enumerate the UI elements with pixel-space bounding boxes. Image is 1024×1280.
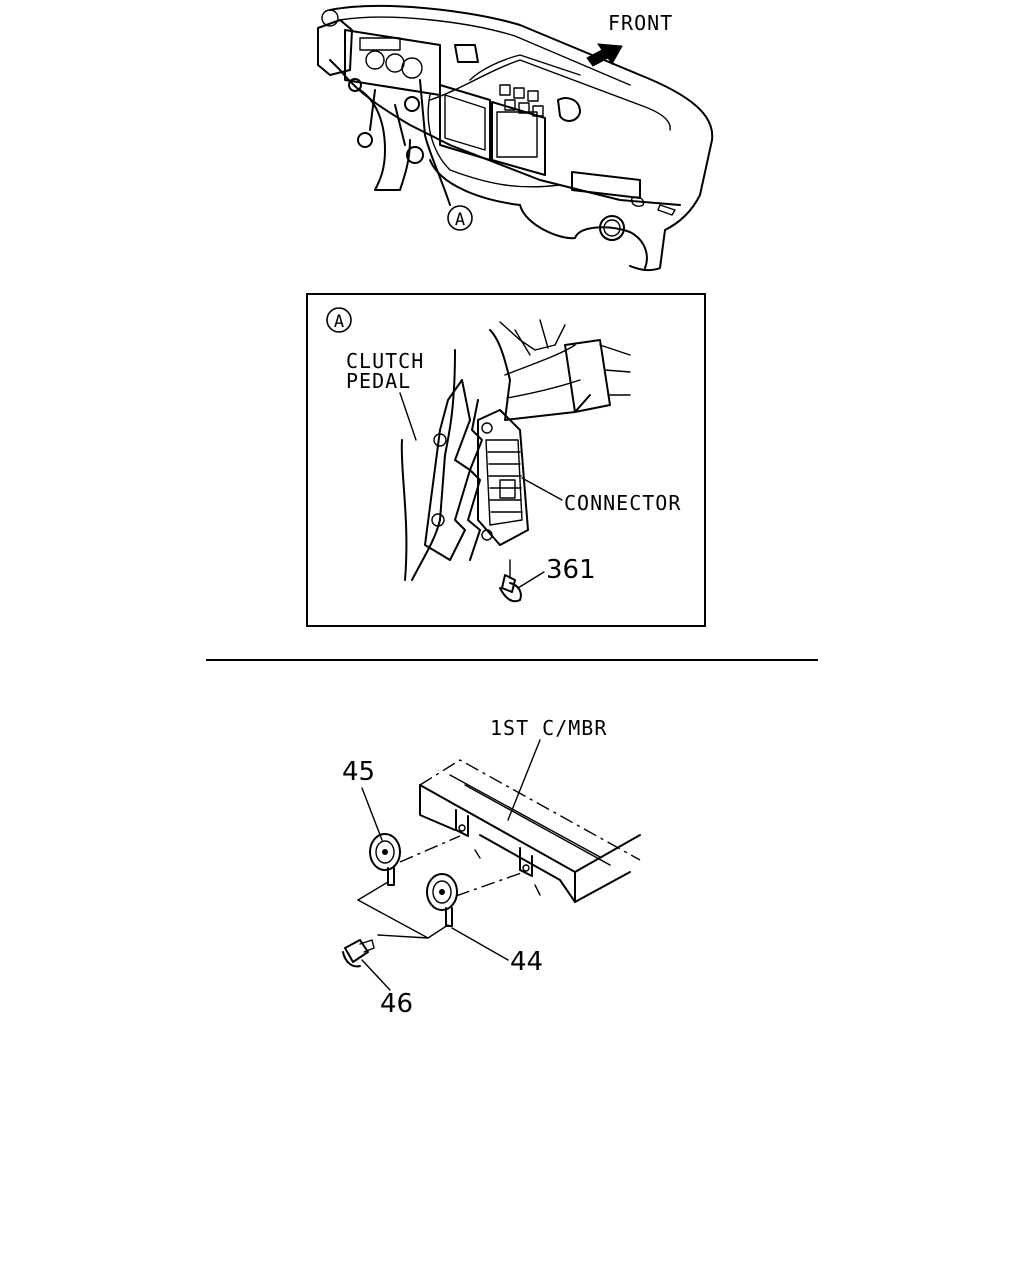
mounting-line-44 [455,871,525,897]
front-arrow-icon [586,43,623,67]
part-number-361: 361 [546,555,596,585]
crossmember-illustration [419,759,641,903]
connector-label: CONNECTOR [564,491,681,515]
part-45-leader [361,787,383,841]
part-361-leader [517,571,545,589]
clutch-pedal-label-line2: PEDAL [346,369,411,393]
front-label: FRONT [608,11,673,35]
part-number-46: 46 [380,989,413,1019]
connector-leader [521,477,563,501]
part-number-44: 44 [510,947,543,977]
callout-a-detail: A [326,307,352,333]
callout-a-top: A [447,205,473,231]
crossmember-leader [507,739,541,821]
mounting-line-45 [399,835,461,863]
horn-45-illustration [369,833,401,886]
horn-44-illustration [426,873,458,927]
callout-a-detail-label: A [334,312,344,332]
front-direction-indicator: FRONT [586,11,673,67]
part-44-leader [451,927,509,961]
clutch-pedal-leader [399,392,417,441]
clutch-pedal-label-line1: CLUTCH [346,349,424,373]
detail-a-illustration [400,319,631,603]
first-crossmember-label: 1ST C/MBR [490,716,607,740]
group-bracket [357,881,449,939]
part-46-leader [361,959,391,991]
bolt-46-illustration [342,939,375,968]
dashboard-illustration [317,4,714,272]
callout-a-top-label: A [455,210,465,230]
detail-a-frame [306,293,706,627]
part-number-45: 45 [342,757,375,787]
